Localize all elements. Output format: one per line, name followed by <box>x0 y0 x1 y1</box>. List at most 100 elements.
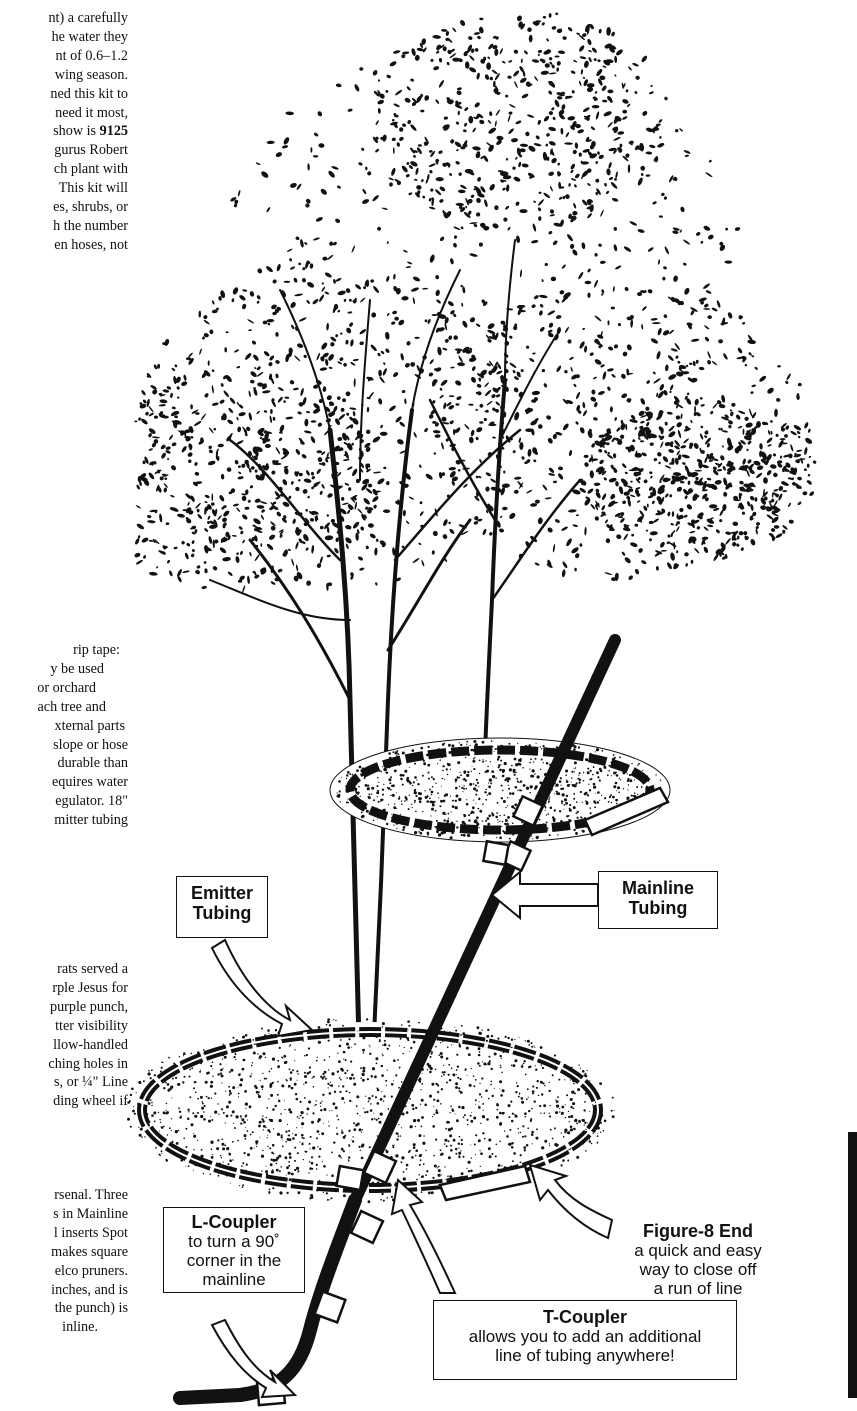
mulch-speck <box>139 1134 142 1137</box>
leaf-speck <box>456 395 462 400</box>
mulch-speck <box>212 1068 213 1069</box>
mulch-speck <box>540 1046 543 1049</box>
leaf-speck <box>392 119 395 121</box>
mulch-speck <box>465 1068 467 1070</box>
leaf-speck <box>574 142 578 149</box>
leaf-speck <box>352 411 355 417</box>
leaf-speck <box>238 471 242 474</box>
leaf-speck <box>562 423 570 432</box>
mulch-speck <box>367 785 369 787</box>
mulch-speck <box>479 1051 481 1053</box>
leaf-speck <box>549 186 553 192</box>
leaf-speck <box>277 386 284 391</box>
leaf-speck <box>487 126 497 135</box>
mulch-speck <box>429 820 431 822</box>
leaf-speck <box>702 489 708 491</box>
leaf-speck <box>534 76 539 82</box>
mulch-speck <box>411 1104 414 1107</box>
leaf-speck <box>785 380 789 385</box>
leaf-speck <box>256 371 264 377</box>
leaf-speck <box>150 384 158 390</box>
leaf-speck <box>640 420 645 423</box>
mulch-speck <box>458 798 461 801</box>
mulch-speck <box>380 799 382 801</box>
mulch-speck <box>309 1197 311 1199</box>
leaf-speck <box>746 448 749 451</box>
mulch-speck <box>266 1078 268 1080</box>
leaf-speck <box>519 442 523 450</box>
leaf-speck <box>595 178 599 182</box>
mulch-speck <box>362 1067 365 1070</box>
mulch-speck <box>259 1137 260 1138</box>
leaf-speck <box>582 77 585 80</box>
mulch-speck <box>660 780 661 781</box>
mulch-speck <box>502 1089 505 1092</box>
leaf-speck <box>646 174 651 176</box>
mulch-speck <box>264 1078 266 1080</box>
mulch-speck <box>396 1132 399 1135</box>
leaf-speck <box>676 550 679 553</box>
mulch-speck <box>326 1174 327 1175</box>
leaf-speck <box>428 163 436 168</box>
mulch-speck <box>336 1133 338 1135</box>
leaf-speck <box>441 29 448 32</box>
leaf-speck <box>449 173 453 177</box>
mulch-speck <box>408 1025 410 1027</box>
leaf-speck <box>241 513 248 520</box>
leaf-speck <box>582 410 588 417</box>
mulch-speck <box>398 1124 399 1125</box>
leaf-speck <box>630 481 633 483</box>
leaf-speck <box>505 94 509 97</box>
mulch-speck <box>534 773 536 775</box>
leaf-speck <box>775 532 783 538</box>
mulch-speck <box>569 828 570 829</box>
mulch-speck <box>591 1143 593 1145</box>
mulch-speck <box>292 1069 294 1071</box>
mulch-speck <box>320 1102 322 1104</box>
leaf-speck <box>537 199 544 207</box>
mulch-speck <box>425 790 426 791</box>
mulch-speck <box>554 809 556 811</box>
mulch-speck <box>589 1111 590 1112</box>
leaf-speck <box>767 444 772 447</box>
mulch-speck <box>228 1086 230 1088</box>
mulch-speck <box>577 755 579 757</box>
leaf-speck <box>724 260 732 263</box>
mulch-speck <box>532 749 534 751</box>
mulch-speck <box>361 774 364 777</box>
leaf-speck <box>657 327 663 335</box>
leaf-speck <box>452 58 460 62</box>
mulch-speck <box>548 800 550 802</box>
leaf-speck <box>558 466 563 470</box>
leaf-speck <box>742 458 747 465</box>
mulch-speck <box>440 1154 442 1156</box>
mulch-speck <box>419 1134 422 1137</box>
leaf-speck <box>458 355 464 363</box>
mulch-speck <box>347 799 348 800</box>
leaf-speck <box>350 361 356 366</box>
mulch-speck <box>455 779 458 782</box>
leaf-speck <box>359 297 366 303</box>
leaf-speck <box>562 36 567 40</box>
mulch-speck <box>167 1083 170 1086</box>
mulch-speck <box>489 1060 491 1062</box>
leaf-speck <box>317 457 322 463</box>
mulch-speck <box>288 1108 291 1111</box>
leaf-speck <box>207 515 211 520</box>
mulch-speck <box>576 782 578 784</box>
mulch-speck <box>363 1052 365 1054</box>
mulch-speck <box>320 1109 322 1111</box>
leaf-speck <box>457 87 462 91</box>
mulch-speck <box>504 762 507 765</box>
mulch-speck <box>401 1024 403 1026</box>
mulch-speck <box>632 795 634 797</box>
leaf-speck <box>641 173 644 177</box>
leaf-speck <box>581 242 586 249</box>
mulch-speck <box>577 1088 580 1091</box>
mulch-speck <box>560 820 563 823</box>
mulch-speck <box>379 1121 382 1124</box>
leaf-speck <box>290 481 294 485</box>
leaf-speck <box>432 530 439 537</box>
mulch-speck <box>523 1063 525 1065</box>
leaf-speck <box>587 83 595 88</box>
